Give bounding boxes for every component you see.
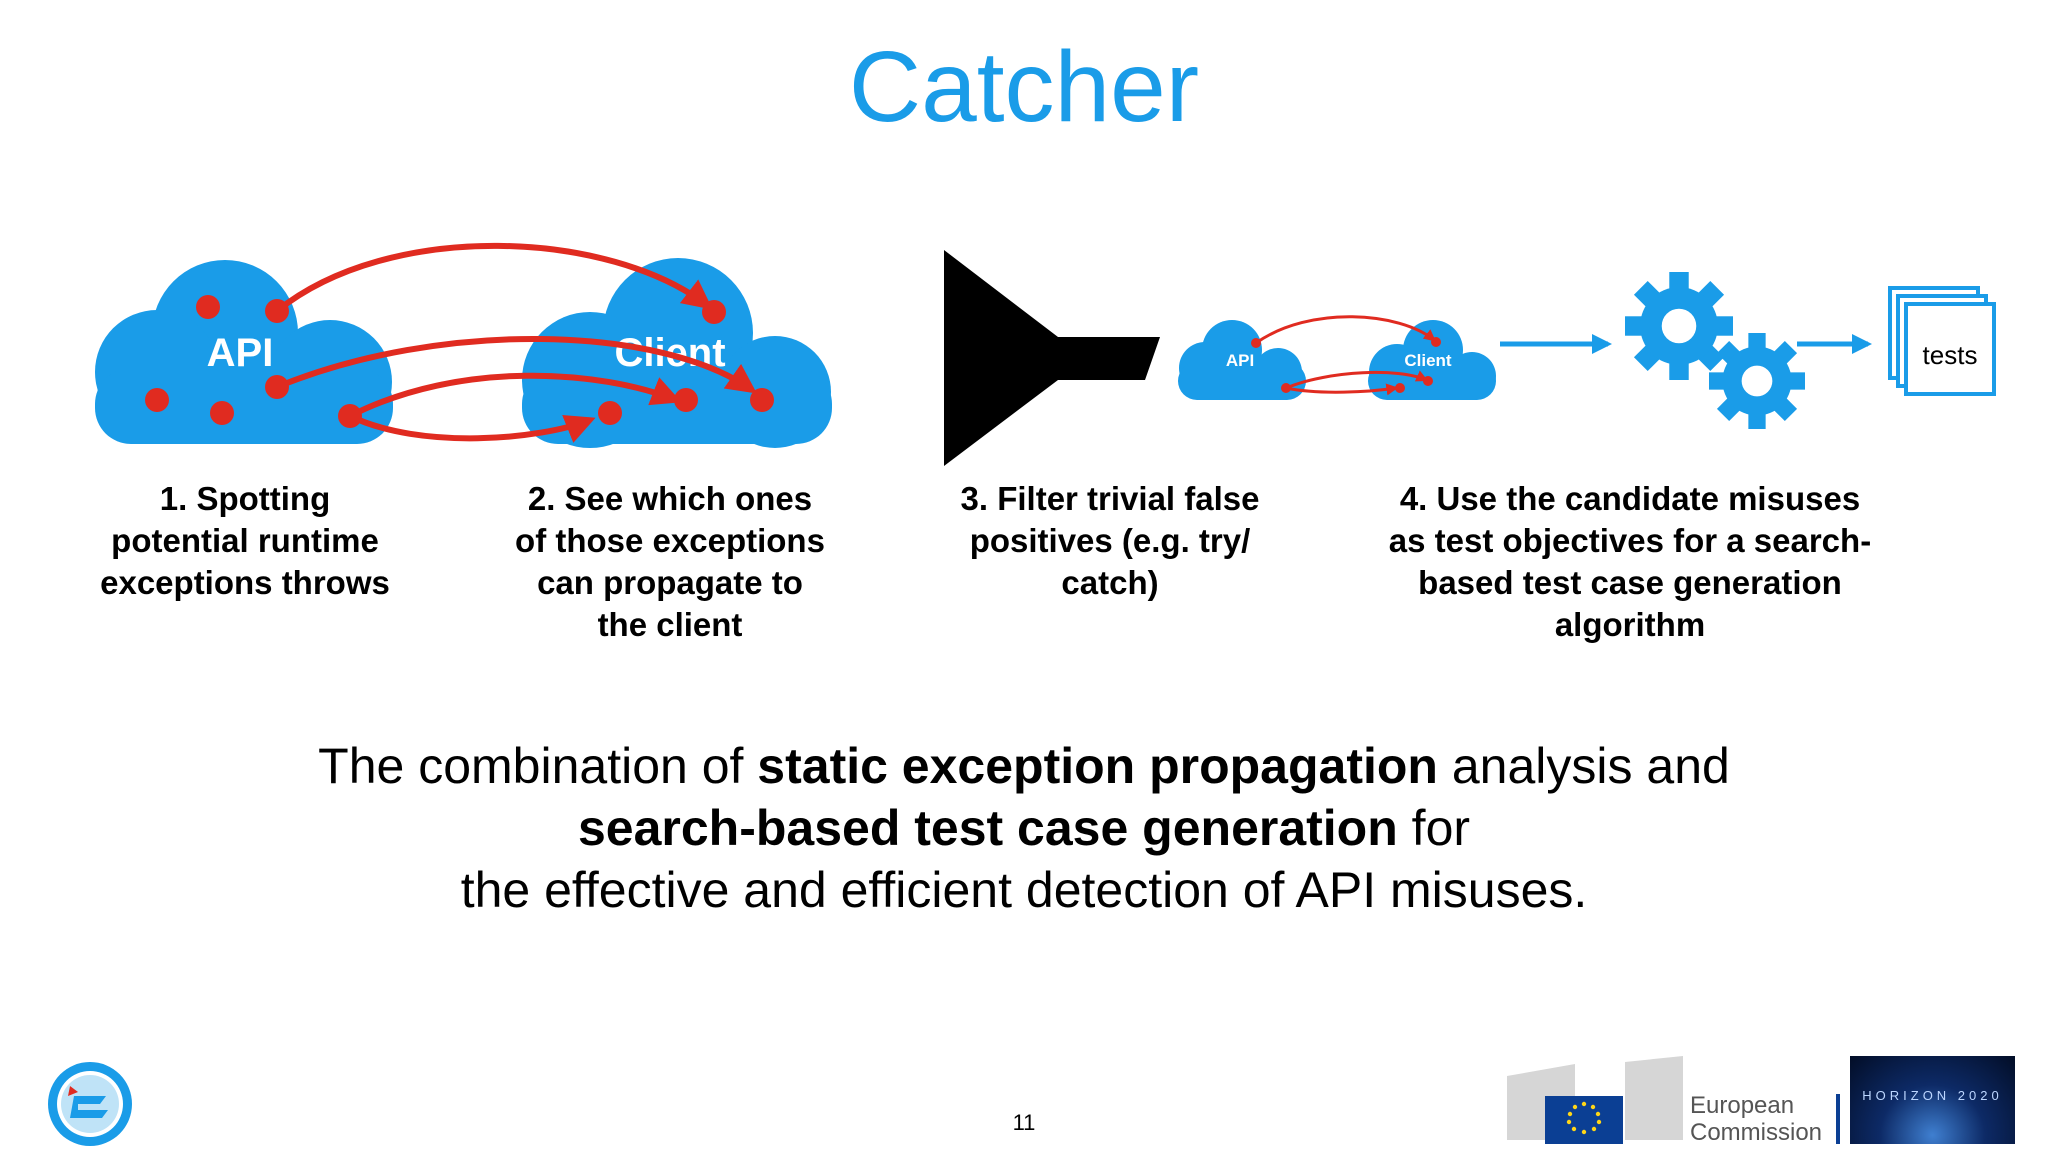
gear-icon-small [1709,333,1805,429]
funnel-icon [944,250,1160,466]
propagation-arrows [275,242,757,443]
exception-dots [145,295,774,428]
horizon-2020-logo-icon: HORIZON 2020 [1850,1056,2015,1144]
small-client-cloud-label: Client [1404,351,1452,370]
step-4-caption: 4. Use the candidate misuses as test obj… [1388,480,1872,643]
small-api-cloud-label: API [1226,351,1254,370]
step-1-caption: 1. Spotting potential runtime exceptions… [100,480,390,601]
ec-divider [1836,1094,1840,1144]
tests-label: tests [1923,340,1978,370]
small-propagation-arrows [1255,315,1436,396]
summary-line-1: The combination of static exception prop… [318,738,1730,794]
ec-wordmark: European Commission [1690,1092,1823,1146]
small-exception-dots [1251,337,1441,393]
small-api-cloud-icon [1178,320,1306,400]
european-commission-logo-icon [1507,1056,1683,1144]
summary-line-3: the effective and efficient detection of… [460,862,1588,918]
api-cloud-label: API [207,331,274,375]
summary: The combination of static exception prop… [0,735,2048,921]
page-number: 11 [1012,1110,1036,1135]
summary-line-2: search-based test case generation for [577,800,1471,856]
document-stack-icon [1888,286,1996,396]
gear-icon [1625,272,1733,380]
step-3-caption: 3. Filter trivial false positives (e.g. … [960,480,1260,601]
step-2-caption: 2. See which ones of those exceptions ca… [515,480,825,643]
project-logo-icon [48,1062,132,1146]
slide-title: Catcher [848,31,1200,143]
api-cloud-icon [95,260,393,444]
